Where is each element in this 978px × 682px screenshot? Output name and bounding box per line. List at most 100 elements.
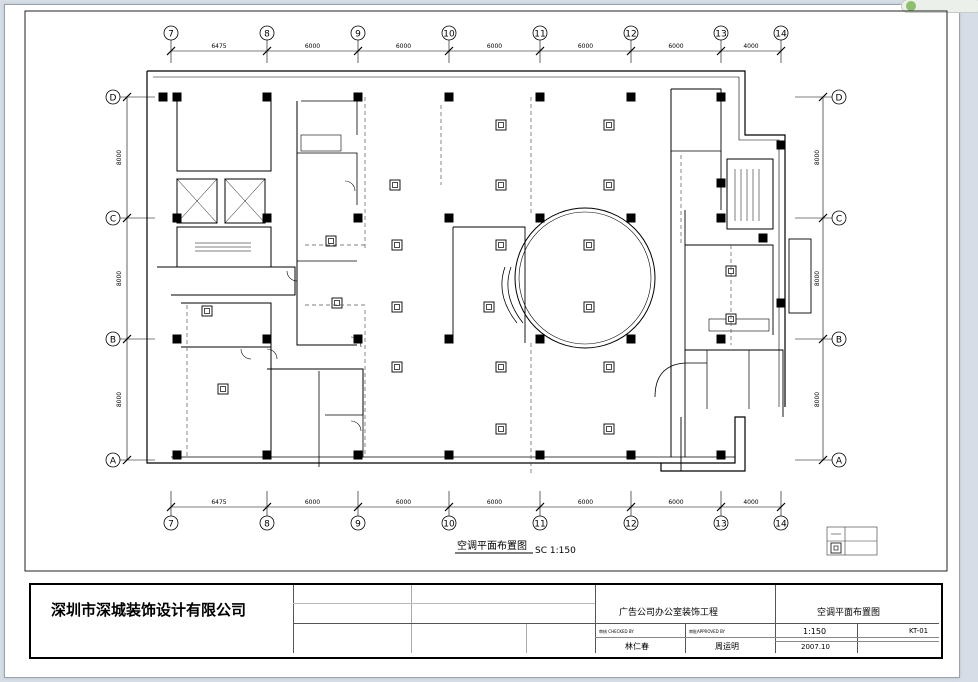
structural-column-icon <box>626 450 636 460</box>
dimension-label: 8000 <box>814 150 821 165</box>
grid-bubble-column: 7 <box>163 515 179 531</box>
grid-bubble-row: D <box>831 89 847 105</box>
structural-column-icon <box>353 334 363 344</box>
grid-label-column: 13 <box>715 520 726 530</box>
grid-bubble-column: 12 <box>623 515 639 531</box>
air-diffuser-icon <box>495 179 507 191</box>
grid-bubble-column: 9 <box>350 515 366 531</box>
dimension-label: 6000 <box>305 499 320 506</box>
air-diffuser-icon <box>217 383 229 395</box>
dimension-label: 6475 <box>211 43 226 50</box>
structural-column-icon <box>262 92 272 102</box>
grid-bubble-row: A <box>105 452 121 468</box>
grid-bubble-column: 10 <box>441 25 457 41</box>
dimension-label: 8000 <box>116 271 123 286</box>
drawing-number: KT-01 <box>909 627 929 635</box>
dimension-label: 8000 <box>116 392 123 407</box>
dimension-label: 6000 <box>396 43 411 50</box>
dimension-label: 6000 <box>487 499 502 506</box>
grid-label-row: B <box>110 336 116 346</box>
structural-column-icon <box>626 213 636 223</box>
drawing-title: 空调平面布置图 <box>817 608 881 618</box>
legend-diffuser-icon <box>830 542 842 554</box>
grid-label-column: 11 <box>534 520 545 530</box>
grid-label-column: 8 <box>264 520 270 530</box>
grid-bubble-row: B <box>831 331 847 347</box>
plan-title: 空调平面布置图 <box>457 539 527 552</box>
grid-bubble-column: 14 <box>773 25 789 41</box>
status-indicator-icon <box>901 0 978 13</box>
grid-bubble-column: 13 <box>713 25 729 41</box>
air-diffuser-icon <box>495 361 507 373</box>
grid-bubble-column: 11 <box>532 25 548 41</box>
tb-divider <box>595 585 596 653</box>
grid-label-column: 12 <box>625 30 636 40</box>
tb-divider <box>775 585 776 653</box>
tb-divider <box>595 637 939 638</box>
structural-column-icon <box>158 92 168 102</box>
structural-column-icon <box>776 298 786 308</box>
grid-label-row: C <box>110 215 116 225</box>
structural-column-icon <box>716 213 726 223</box>
air-diffuser-icon <box>483 301 495 313</box>
stair-core-right <box>726 158 774 230</box>
outer-wall-inner <box>153 76 780 407</box>
tb-divider <box>685 623 686 653</box>
grid-label-row: B <box>836 336 842 346</box>
air-diffuser-icon <box>583 239 595 251</box>
checked-caption: 审核 CHECKED BY <box>599 629 634 634</box>
structural-column-icon <box>262 213 272 223</box>
grid-label-row: D <box>836 94 843 104</box>
grid-label-column: 11 <box>534 30 545 40</box>
grid-label-column: 13 <box>715 30 726 40</box>
structural-column-icon <box>444 450 454 460</box>
approved-caption: 审批APPROVED BY <box>689 629 726 634</box>
dimension-label: 4000 <box>743 43 758 50</box>
title-block: 深圳市深城装饰设计有限公司 广告公司办公室装饰工程 空调平面布置图 审核 CHE… <box>29 583 943 659</box>
structural-column-icon <box>535 450 545 460</box>
elevator-1 <box>176 178 218 224</box>
grid-bubble-column: 10 <box>441 515 457 531</box>
structural-column-icon <box>262 450 272 460</box>
grid-bubble-row: C <box>105 210 121 226</box>
dimension-label: 6475 <box>211 499 226 506</box>
air-diffuser-icon <box>331 297 343 309</box>
air-diffuser-icon <box>391 239 403 251</box>
grid-label-row: D <box>110 94 117 104</box>
air-diffuser-icon <box>389 179 401 191</box>
air-diffuser-icon <box>603 119 615 131</box>
air-diffuser-icon <box>201 305 213 317</box>
air-diffuser-icon <box>325 235 337 247</box>
air-diffuser-icon <box>495 119 507 131</box>
structural-column-icon <box>172 213 182 223</box>
drawing-frame <box>24 10 948 572</box>
structural-column-icon <box>353 450 363 460</box>
dimension-label: 6000 <box>396 499 411 506</box>
diffusers-layer <box>201 119 737 435</box>
grid-bubble-row: C <box>831 210 847 226</box>
tb-divider <box>775 641 939 642</box>
floor-plan-drawing: 7788991010111112121313141464756475600060… <box>24 10 948 572</box>
grid-bubble-row: B <box>105 331 121 347</box>
round-meeting-room <box>514 207 656 349</box>
grid-label-column: 10 <box>443 30 455 40</box>
tb-divider <box>411 585 412 653</box>
structural-column-icon <box>172 92 182 102</box>
grid-bubble-column: 8 <box>259 515 275 531</box>
dimension-label: 6000 <box>668 499 683 506</box>
structural-column-icon <box>535 334 545 344</box>
structural-column-icon <box>716 178 726 188</box>
structural-column-icon <box>172 334 182 344</box>
grid-label-column: 14 <box>775 30 787 40</box>
dimension-label: 8000 <box>116 150 123 165</box>
grid-bubble-column: 13 <box>713 515 729 531</box>
grid-label-column: 8 <box>264 30 270 40</box>
grid-label-row: C <box>836 215 842 225</box>
structural-column-icon <box>716 92 726 102</box>
grid-bubble-column: 8 <box>259 25 275 41</box>
walls-layer <box>146 70 812 472</box>
company-name: 深圳市深城装饰设计有限公司 <box>51 601 247 619</box>
outer-wall-top <box>147 70 786 407</box>
outer-wall <box>146 71 746 472</box>
tb-divider <box>293 585 294 653</box>
